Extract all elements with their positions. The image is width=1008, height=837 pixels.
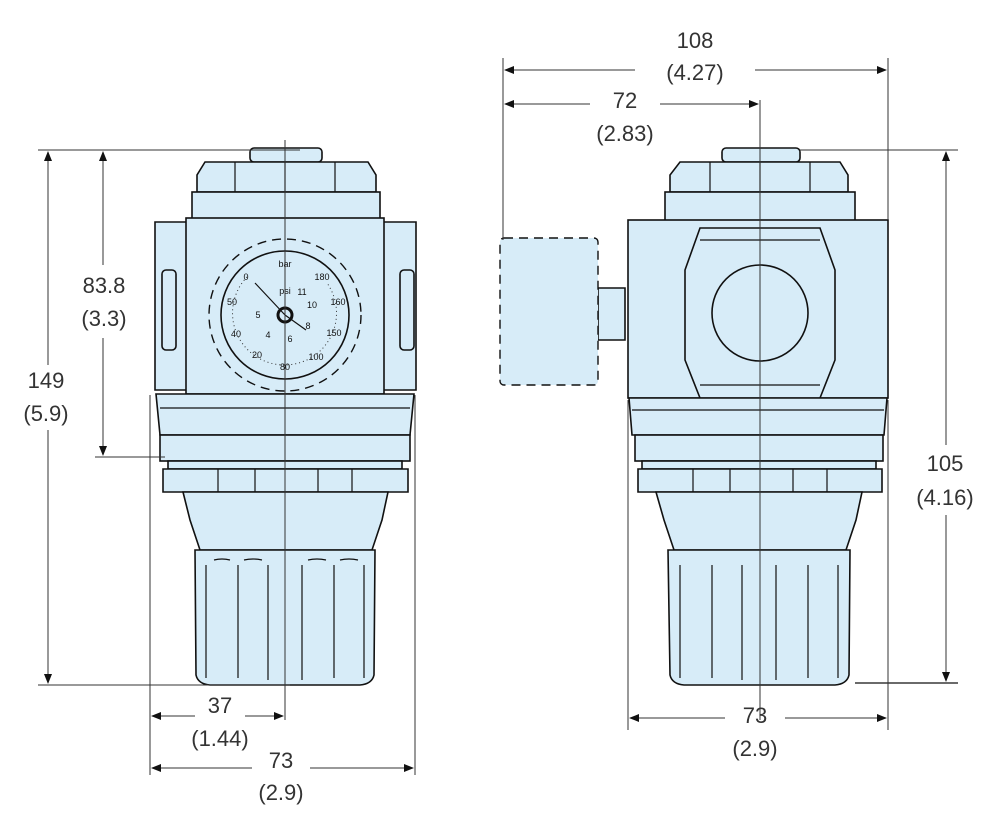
svg-text:6: 6 xyxy=(287,334,292,344)
dimension-labels: 108 (4.27) 72 (2.83) 83.8 (3.3) 149 (5.9… xyxy=(23,28,973,805)
dim-83-8: 83.8 xyxy=(83,273,126,298)
svg-text:150: 150 xyxy=(326,328,341,338)
svg-text:0: 0 xyxy=(243,272,248,282)
dim-37: 37 xyxy=(208,693,232,718)
svg-text:5: 5 xyxy=(255,310,260,320)
dim-2-83: (2.83) xyxy=(596,121,653,146)
dim-73-side: 73 xyxy=(743,703,767,728)
svg-text:100: 100 xyxy=(308,352,323,362)
dim-3-3: (3.3) xyxy=(81,306,126,331)
svg-text:160: 160 xyxy=(330,297,345,307)
svg-text:4: 4 xyxy=(265,330,270,340)
dim-108: 108 xyxy=(677,28,714,53)
svg-text:11: 11 xyxy=(297,287,306,297)
dim-105: 105 xyxy=(927,451,964,476)
svg-text:10: 10 xyxy=(307,300,317,310)
svg-text:40: 40 xyxy=(231,329,241,339)
dim-4-27: (4.27) xyxy=(666,60,723,85)
dim-5-9: (5.9) xyxy=(23,401,68,426)
dim-4-16: (4.16) xyxy=(916,485,973,510)
dim-1-44: (1.44) xyxy=(191,726,248,751)
svg-text:180: 180 xyxy=(314,272,329,282)
dim-2-9-side: (2.9) xyxy=(732,736,777,761)
svg-text:50: 50 xyxy=(227,297,237,307)
svg-text:8: 8 xyxy=(305,321,310,331)
dim-149: 149 xyxy=(28,368,65,393)
dimension-lines xyxy=(38,58,958,775)
side-view xyxy=(499,147,889,686)
dim-72: 72 xyxy=(613,88,637,113)
dim-2-9-front: (2.9) xyxy=(258,780,303,805)
svg-text:20: 20 xyxy=(252,350,262,360)
dim-73-front: 73 xyxy=(269,748,293,773)
